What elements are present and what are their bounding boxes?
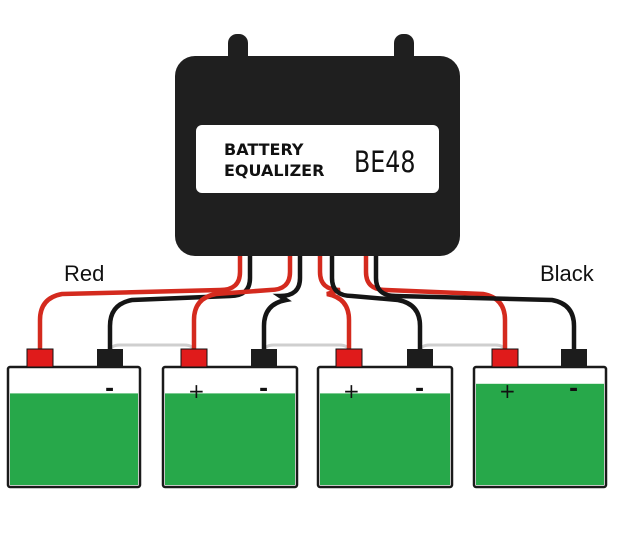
positive-terminal	[335, 348, 363, 368]
battery-electrolyte-level	[476, 383, 604, 485]
battery: -	[6, 348, 142, 489]
black-wire	[329, 247, 423, 355]
positive-terminal	[180, 348, 208, 368]
device-label-line2: EQUALIZER	[224, 161, 324, 180]
positive-terminal	[26, 348, 54, 368]
black-wire-label: Black	[540, 261, 595, 286]
red-wire	[317, 247, 352, 355]
device-label-line1: BATTERY	[224, 140, 304, 159]
battery-electrolyte-level	[165, 393, 295, 485]
negative-sign: -	[105, 377, 114, 402]
red-wire	[191, 247, 293, 355]
negative-terminal	[251, 349, 277, 367]
black-wire	[261, 247, 303, 355]
battery: +-	[472, 348, 608, 489]
negative-terminal	[407, 349, 433, 367]
battery-electrolyte-level	[10, 393, 138, 485]
black-wire	[373, 247, 577, 355]
negative-sign: -	[569, 377, 578, 402]
red-wire	[363, 247, 508, 355]
positive-sign: +	[499, 379, 516, 403]
negative-terminal	[97, 349, 123, 367]
battery-equalizer-device: BATTERY EQUALIZER BE48	[175, 34, 460, 256]
positive-sign: +	[343, 379, 360, 403]
battery: +-	[161, 348, 299, 489]
device-model-number: BE48	[354, 146, 416, 180]
battery-bank: -+-+-+-	[6, 348, 608, 489]
battery-electrolyte-level	[320, 393, 450, 485]
positive-terminal	[491, 348, 519, 368]
red-wire-label: Red	[64, 261, 104, 286]
device-label-plate	[196, 125, 439, 193]
negative-sign: -	[415, 377, 424, 402]
battery: +-	[316, 348, 454, 489]
red-wire	[37, 247, 243, 355]
negative-terminal	[561, 349, 587, 367]
negative-sign: -	[259, 377, 268, 402]
black-wire	[107, 247, 253, 355]
wiring	[37, 247, 577, 355]
positive-sign: +	[188, 379, 205, 403]
